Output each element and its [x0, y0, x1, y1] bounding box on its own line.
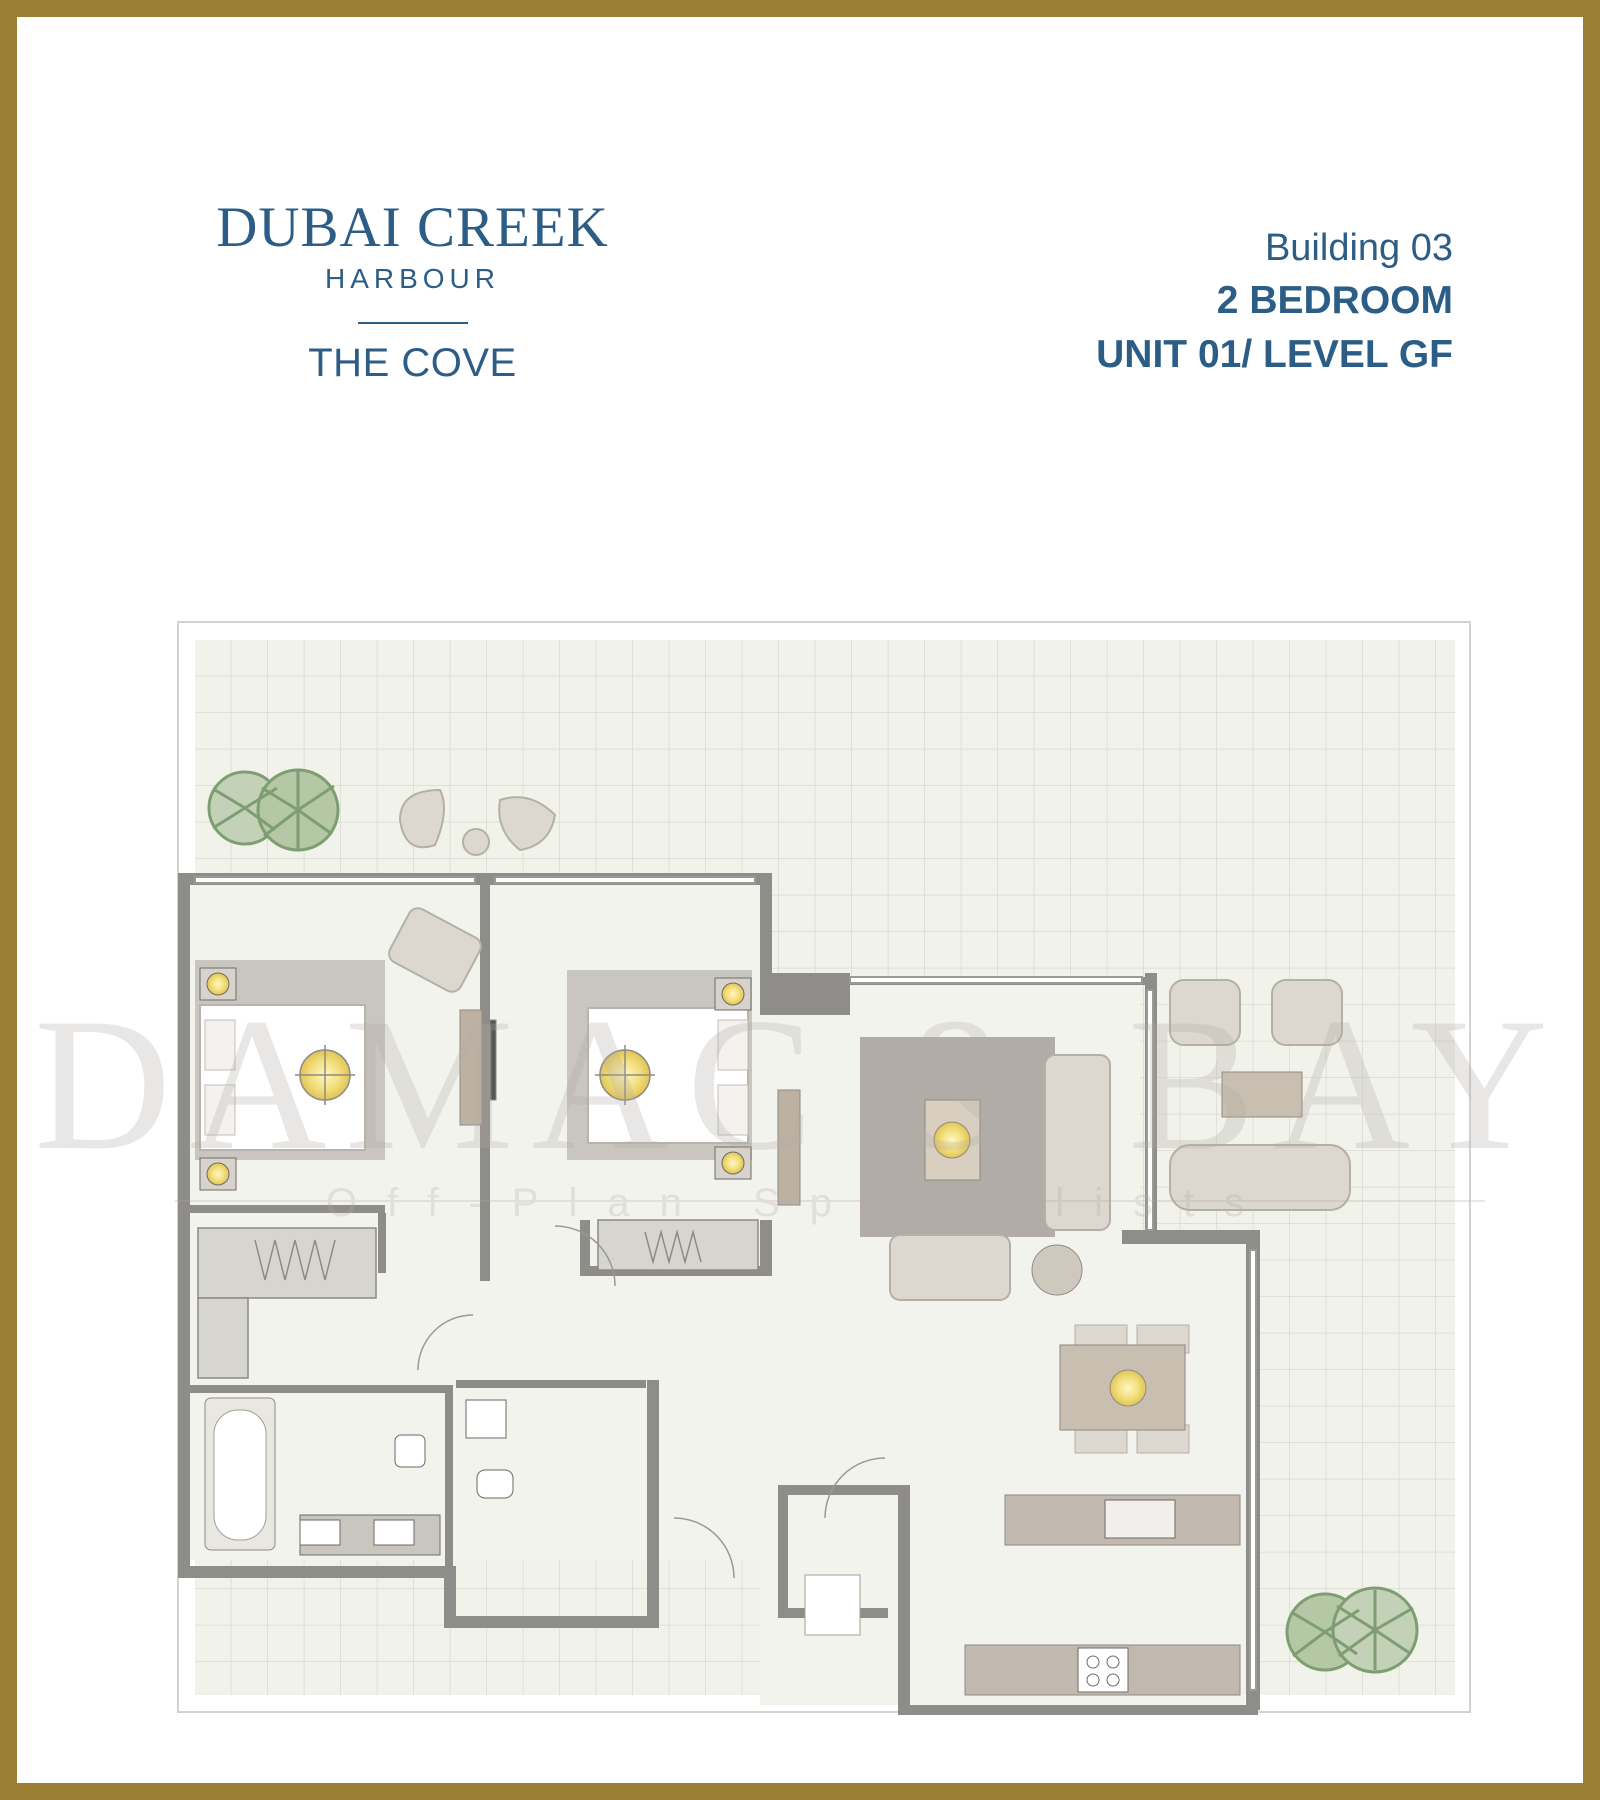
unit-level-label: UNIT 01/ LEVEL GF [1096, 333, 1453, 376]
watermark-stamp: DAMAC & BAY Off-Plan Specialists [34, 980, 1566, 1225]
building-label: Building 03 [1264, 227, 1453, 269]
brand-logo: DUBAI CREEK HARBOUR THE COVE [190, 196, 635, 386]
svg-text:DAMAC & BAY: DAMAC & BAY [34, 980, 1566, 1190]
sink-icon [465, 1399, 507, 1439]
sink-icon [299, 1514, 441, 1556]
armchair-icon [388, 907, 482, 993]
lounge-chair-icon [1169, 979, 1343, 1046]
plant-icon [1285, 1586, 1419, 1674]
tv-unit-icon [459, 1009, 497, 1126]
ceiling-light-icon [295, 1045, 355, 1105]
nightstand-lamp-icon [199, 967, 237, 1191]
lounge-chair-icon [398, 788, 557, 856]
windows [194, 876, 1257, 1691]
dining-table-icon [1059, 1324, 1190, 1454]
svg-text:Off-Plan Specialists: Off-Plan Specialists [326, 1181, 1274, 1225]
sofa-icon [889, 1054, 1351, 1301]
wardrobe-icon [197, 1219, 759, 1379]
stove-icon [1077, 1647, 1129, 1693]
unit-info: Building 03 2 BEDROOM UNIT 01/ LEVEL GF [1096, 222, 1453, 382]
toilet-icon [476, 1469, 514, 1499]
bedroom-type-label: 2 BEDROOM [1216, 279, 1453, 322]
laundry-icon [804, 1574, 861, 1636]
nightstand-lamp-icon [714, 977, 752, 1180]
plant-icon [207, 768, 340, 852]
ceiling-light-icon [595, 1045, 655, 1105]
coffee-table-icon [924, 1099, 981, 1181]
bathtub-icon [204, 1397, 276, 1551]
tv-unit-icon [777, 1089, 801, 1206]
project-name: THE COVE [308, 341, 517, 385]
brand-name: DUBAI CREEK [216, 196, 609, 259]
door-swings [417, 1225, 886, 1579]
brand-subtitle: HARBOUR [324, 263, 500, 294]
brand-divider [357, 322, 468, 324]
outdoor-table-icon [1221, 1071, 1303, 1118]
toilet-icon [394, 1434, 426, 1468]
side-table-icon [1031, 1244, 1083, 1296]
